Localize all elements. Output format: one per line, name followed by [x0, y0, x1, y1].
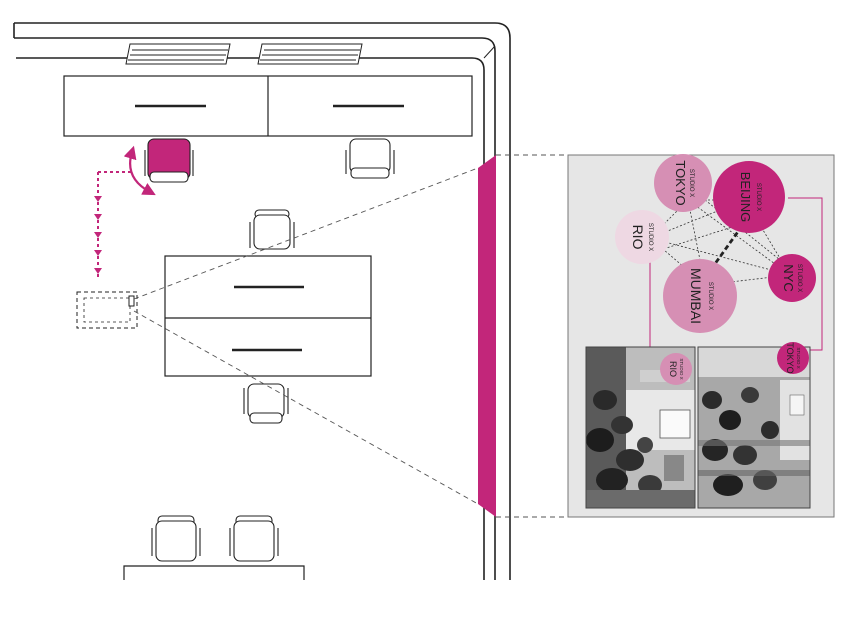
- feed-badge-rio: STUDIO X RIO: [660, 353, 692, 385]
- window-vent-right: [257, 43, 363, 65]
- office-chair-icon: [243, 383, 289, 424]
- node-rio-prefix: STUDIO X: [647, 223, 653, 251]
- active-link-beijing-mumbai: [710, 225, 744, 269]
- office-chair-icon: [144, 138, 194, 183]
- camera-zone: [76, 291, 138, 329]
- node-rio-city: RIO: [630, 225, 646, 250]
- node-mumbai-city: MUMBAI: [688, 268, 704, 324]
- feed-tokyo-prefix: STUDIO X: [796, 347, 801, 368]
- camera-icon: [128, 295, 135, 307]
- window-vent-left: [125, 43, 231, 65]
- feed-badge-tokyo: STUDIO X TOKYO: [777, 342, 809, 374]
- video-feed-rio: [586, 347, 695, 508]
- movement-path-arrowheads: [94, 196, 102, 274]
- node-beijing: STUDIO X BEIJING: [713, 161, 785, 233]
- node-nyc: STUDIO X NYC: [768, 254, 816, 302]
- node-rio: STUDIO X RIO: [615, 210, 669, 264]
- room-walls: [13, 22, 511, 580]
- node-mumbai: STUDIO X MUMBAI: [663, 259, 737, 333]
- feed-connectors: [649, 197, 823, 351]
- chair-rotation-arrow: [123, 145, 156, 196]
- node-tokyo: STUDIO X TOKYO: [654, 154, 712, 212]
- node-mumbai-prefix: STUDIO X: [707, 282, 713, 310]
- node-nyc-city: NYC: [781, 264, 796, 291]
- office-chair-icon: [229, 515, 279, 562]
- movement-path-dotted: [97, 171, 131, 278]
- bottom-table: [123, 565, 305, 580]
- feed-rio-prefix: STUDIO X: [679, 358, 684, 379]
- feed-tokyo-city: TOKYO: [785, 342, 795, 373]
- node-beijing-prefix: STUDIO X: [755, 183, 761, 211]
- office-chair-icon: [151, 515, 201, 562]
- node-nyc-prefix: STUDIO X: [796, 264, 802, 292]
- wall-display-strip: [478, 155, 496, 517]
- top-desk: [63, 75, 473, 137]
- node-tokyo-prefix: STUDIO X: [688, 169, 694, 197]
- projection-lines: [133, 154, 568, 518]
- meeting-table: [164, 255, 372, 377]
- office-chair-icon: [249, 209, 295, 250]
- node-beijing-city: BEIJING: [738, 172, 753, 223]
- office-chair-icon: [345, 138, 395, 179]
- node-tokyo-city: TOKYO: [673, 160, 688, 205]
- feed-rio-city: RIO: [668, 361, 678, 377]
